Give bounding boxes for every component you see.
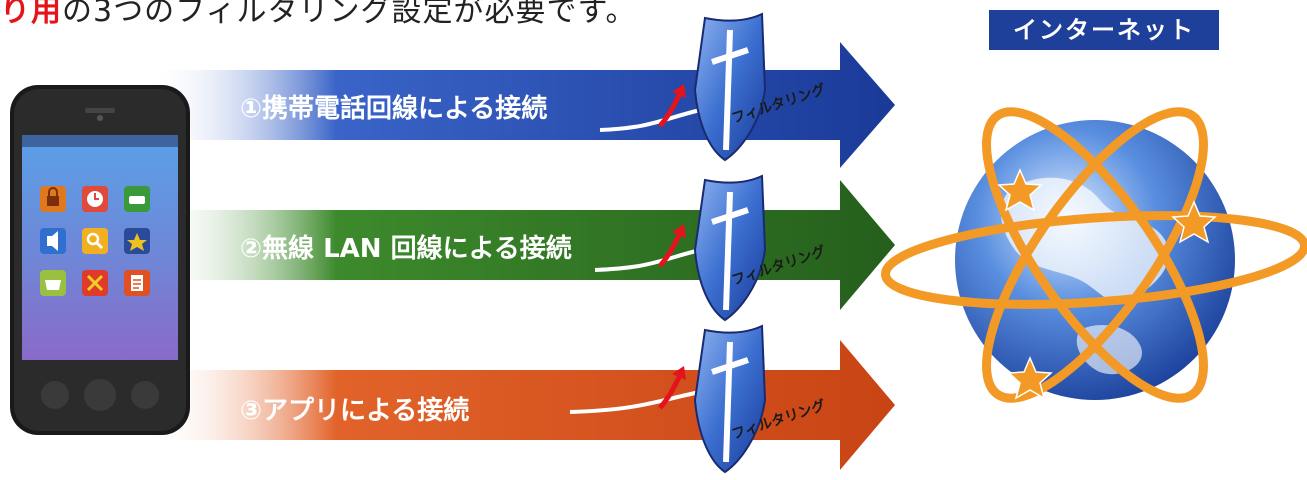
orbit-stars bbox=[997, 168, 1217, 400]
filter-shield-1 bbox=[599, 12, 767, 162]
orbits bbox=[880, 107, 1307, 403]
lock-icon bbox=[40, 186, 66, 212]
car-icon bbox=[124, 186, 150, 212]
star-marker bbox=[997, 168, 1043, 212]
cross-icon bbox=[82, 270, 108, 296]
caption: り用の3つのフィルタリング設定が必要です。 bbox=[0, 0, 637, 30]
clock-icon bbox=[82, 186, 108, 212]
document-icon bbox=[124, 270, 150, 296]
connection-label-wifi: ②無線 LAN 回線による接続 bbox=[240, 234, 572, 264]
connection-label-mobile: ①携帯電話回線による接続 bbox=[240, 94, 548, 124]
star-icon bbox=[124, 228, 150, 254]
search-icon bbox=[82, 228, 108, 254]
filter-shield-2 bbox=[594, 174, 767, 322]
smartphone bbox=[10, 85, 190, 435]
filter-shield-3 bbox=[569, 324, 767, 474]
basket-icon bbox=[40, 270, 66, 296]
connection-label-app: ③アプリによる接続 bbox=[240, 396, 470, 426]
caption-text: の3つのフィルタリング設定が必要です。 bbox=[62, 0, 637, 29]
internet-label: インターネット bbox=[989, 10, 1219, 50]
caption-highlight: り用 bbox=[0, 0, 62, 29]
star-marker bbox=[1171, 200, 1217, 244]
speaker-icon bbox=[40, 228, 66, 254]
star-marker bbox=[1007, 356, 1053, 400]
